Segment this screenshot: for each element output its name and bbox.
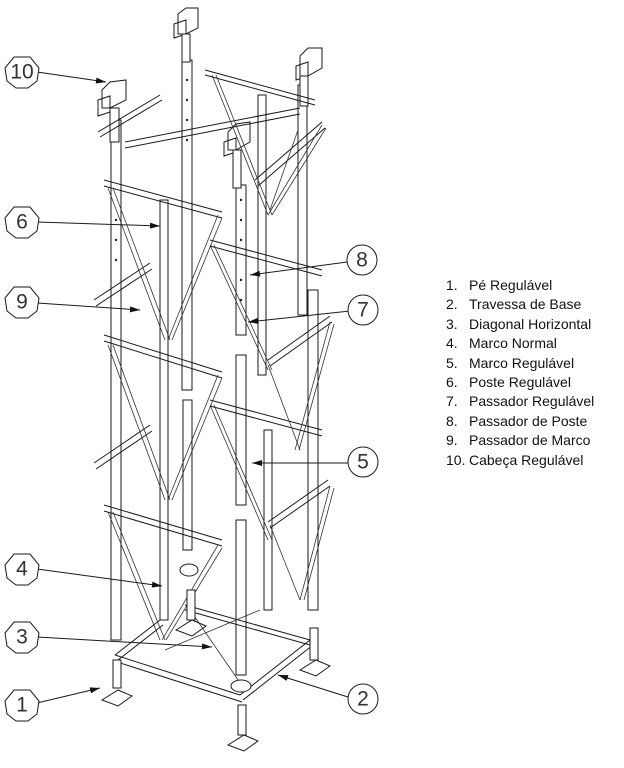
scaffold-structure [93,7,335,752]
callout-8: 8 [346,244,378,276]
legend-item: 7.Passador Regulável [446,392,594,411]
svg-text:1: 1 [16,694,28,717]
top-frame [97,69,326,187]
post-pin-holes [114,78,243,302]
leader-7 [247,310,351,324]
legend-label: Passador de Marco [469,432,591,449]
legend-label: Travessa de Base [469,296,582,313]
svg-text:4: 4 [16,558,28,581]
base-frame [114,563,314,703]
legend-label: Pé Regulável [469,277,553,293]
legend-label: Diagonal Horizontal [469,315,592,332]
vertical-posts [110,59,319,676]
svg-text:2: 2 [357,688,369,711]
diagonal-braces [107,74,335,641]
leader-10 [36,71,107,84]
legend-item: 10.Cabeça Regulável [446,451,594,470]
svg-text:6: 6 [16,211,28,234]
svg-text:3: 3 [16,626,28,649]
legend-label: Cabeça Regulável [469,451,584,468]
callout-5: 5 [347,446,379,478]
callout-6: 6 [4,206,40,239]
legend-item: 3.Diagonal Horizontal [446,315,594,334]
legend-label: Marco Normal [469,335,557,352]
leader-8 [249,261,348,277]
ledgers [93,179,333,547]
svg-text:8: 8 [356,249,368,272]
svg-text:5: 5 [357,451,369,474]
svg-text:7: 7 [357,299,369,322]
leader-1 [36,687,101,704]
callout-4: 4 [4,553,40,586]
leader-lines [36,71,351,704]
callout-1: 1 [4,689,40,722]
legend-item: 9.Passador de Marco [446,431,594,450]
leader-4 [36,568,163,588]
callout-9: 9 [4,286,40,319]
adjustable-feet [100,589,332,752]
leader-2 [277,674,349,698]
callout-3: 3 [4,621,40,654]
callout-7: 7 [347,294,379,326]
svg-text:10: 10 [10,61,33,84]
legend-label: Passador Regulável [469,393,595,410]
legend-label: Poste Regulável [469,374,571,391]
leader-6 [36,221,161,229]
adjustable-heads [97,7,323,189]
legend-label: Passador de Poste [469,412,588,429]
legend-item: 2.Travessa de Base [446,295,594,314]
legend-item: 5.Marco Regulável [446,354,594,373]
legend-item: 4.Marco Normal [446,334,594,353]
legend-label: Marco Regulável [469,354,575,371]
svg-text:9: 9 [16,291,28,314]
parts-legend: 1.Pé Regulável 2.Travessa de Base 3.Diag… [446,276,594,470]
legend-item: 8.Passador de Poste [446,412,594,431]
leader-3 [36,636,213,650]
callout-2: 2 [347,683,379,715]
legend-item: 1.Pé Regulável [446,276,594,295]
legend-item: 6.Poste Regulável [446,373,594,392]
callout-10: 10 [4,56,40,89]
leader-9 [36,302,141,313]
